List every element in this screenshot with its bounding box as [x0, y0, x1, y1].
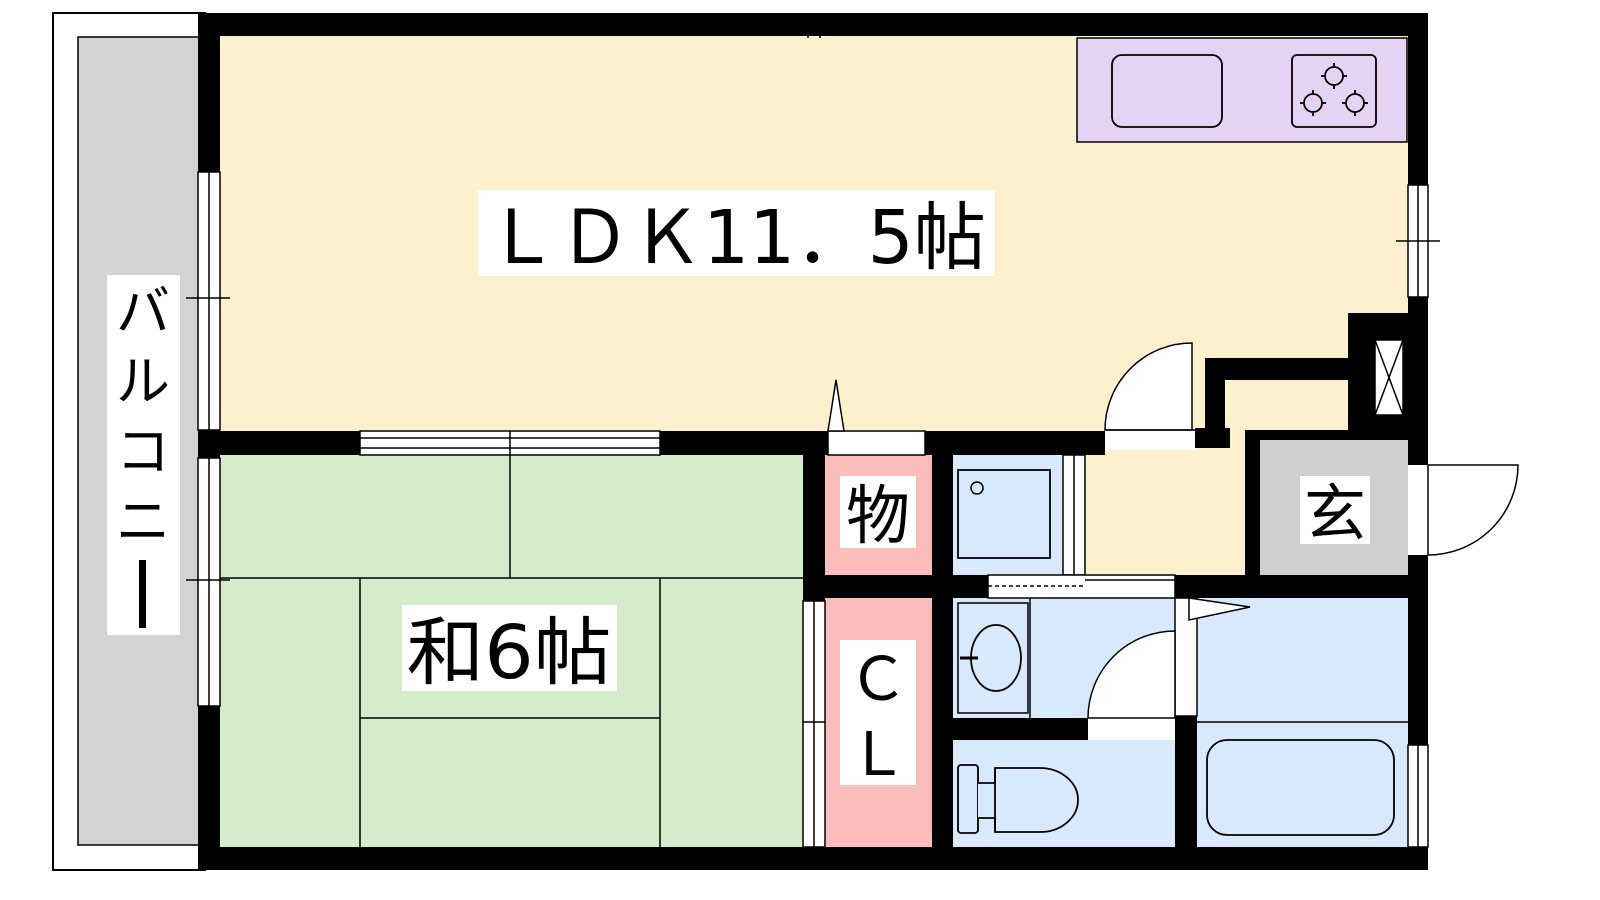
- entrance-door[interactable]: [1427, 464, 1519, 556]
- wash-basin-icon: [957, 598, 1031, 718]
- storage-door[interactable]: [827, 430, 926, 456]
- windows: [186, 30, 1440, 848]
- washroom-door[interactable]: [1087, 630, 1176, 719]
- balcony: バ ル コ ニ: [52, 12, 206, 871]
- balcony-label-3: コ: [116, 420, 170, 483]
- washing-machine-pan-icon: [957, 469, 1051, 559]
- tatami-lines: [220, 455, 803, 847]
- room-labels: ＬＤＫ11．5帖 和6帖 物 Ｃ Ｌ 玄: [402, 190, 1370, 790]
- entrance-label: 玄: [1304, 477, 1366, 550]
- closet-label-l: Ｌ: [848, 720, 908, 790]
- washitsu-label: 和6帖: [407, 610, 612, 696]
- storage-label: 物: [846, 480, 910, 554]
- balcony-label-4: ニ: [116, 490, 170, 553]
- ldk-label: ＬＤＫ11．5帖: [486, 195, 986, 281]
- kitchen-sink-icon: [1111, 54, 1223, 128]
- three-burner-stove-icon: [1291, 54, 1377, 128]
- sliding-doors: [359, 379, 1251, 717]
- bathtub-icon: [1197, 721, 1408, 836]
- swing-doors: [1087, 342, 1519, 740]
- balcony-label-1: バ: [116, 280, 170, 343]
- balcony-label-5: [139, 560, 146, 628]
- balcony-label-2: ル: [116, 350, 170, 413]
- hallway-door[interactable]: [1104, 342, 1193, 431]
- toilet-icon: [957, 764, 1079, 834]
- closet-label-c: Ｃ: [848, 645, 908, 715]
- shoe-cabinet-icon: [1374, 339, 1404, 416]
